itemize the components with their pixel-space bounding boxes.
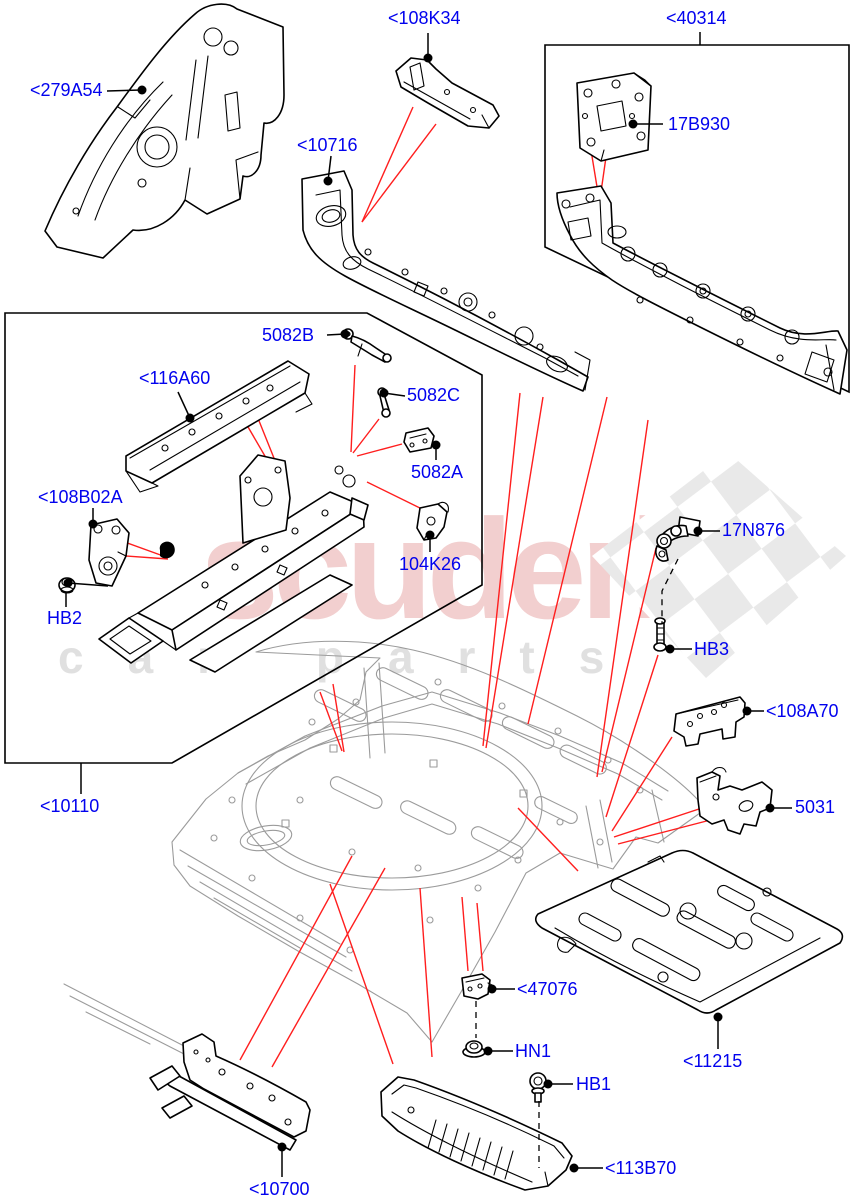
label-113B70[interactable]: <113B70 — [605, 1158, 677, 1178]
label-10700[interactable]: <10700 — [249, 1179, 310, 1199]
part-108K34-bracket-art — [395, 57, 500, 129]
label-104K26[interactable]: 104K26 — [399, 554, 462, 574]
connector-dots — [63, 53, 775, 1173]
part-17N876-striker-art — [655, 516, 701, 562]
label-5082A[interactable]: 5082A — [411, 462, 464, 482]
dashed-assembly-lines — [475, 558, 679, 1168]
part-116A60-rail-art — [125, 360, 313, 493]
part-17B930-bracket-art — [576, 72, 652, 162]
label-11215[interactable]: <11215 — [683, 1051, 743, 1071]
label-116A60[interactable]: <116A60 — [139, 368, 211, 388]
part-10110-rail-assembly-art — [98, 454, 369, 673]
part-108A70-bracket-art — [673, 696, 746, 747]
group-box-40314 — [544, 44, 850, 394]
part-40314-header-panel-art — [556, 185, 848, 395]
label-47076[interactable]: <47076 — [517, 979, 578, 999]
label-HB2[interactable]: HB2 — [47, 608, 83, 628]
label-279A54[interactable]: <279A54 — [30, 80, 103, 100]
part-113B70-heatshield-art — [380, 1076, 573, 1191]
part-108B02A-bracket-art — [88, 518, 130, 587]
part-5031-bracket-art — [696, 766, 773, 835]
part-5082A-clip-art — [403, 427, 435, 453]
floor-assembly-reference-art — [63, 640, 701, 1057]
part-HB3-bolt-art — [653, 617, 667, 652]
label-108B02A[interactable]: <108B02A — [38, 487, 123, 507]
label-17N876[interactable]: 17N876 — [722, 520, 786, 540]
label-10716[interactable]: <10716 — [297, 135, 358, 155]
label-HN1[interactable]: HN1 — [515, 1041, 552, 1061]
part-279A54-wheelhouse-art — [44, 3, 285, 259]
part-5082B-link-art — [342, 328, 392, 363]
label-5082B[interactable]: 5082B — [262, 325, 315, 345]
label-HB3[interactable]: HB3 — [694, 639, 730, 659]
part-HN1-nut-art — [462, 1040, 486, 1058]
group-box-10110 — [4, 312, 483, 764]
label-5082C[interactable]: 5082C — [407, 385, 461, 405]
label-108K34[interactable]: <108K34 — [388, 8, 461, 28]
part-11215-floor-panel-art — [534, 849, 844, 1014]
label-10110[interactable]: <10110 — [40, 796, 100, 816]
part-HB1-bolt-art — [529, 1072, 547, 1103]
label-HB1[interactable]: HB1 — [576, 1074, 612, 1094]
label-108A70[interactable]: <108A70 — [766, 701, 839, 721]
part-10700-crossmember-art — [149, 1033, 311, 1151]
part-10716-panel-art — [301, 170, 591, 392]
label-17B930[interactable]: 17B930 — [668, 114, 731, 134]
label-40314[interactable]: <40314 — [666, 8, 727, 28]
label-5031[interactable]: 5031 — [795, 797, 836, 817]
